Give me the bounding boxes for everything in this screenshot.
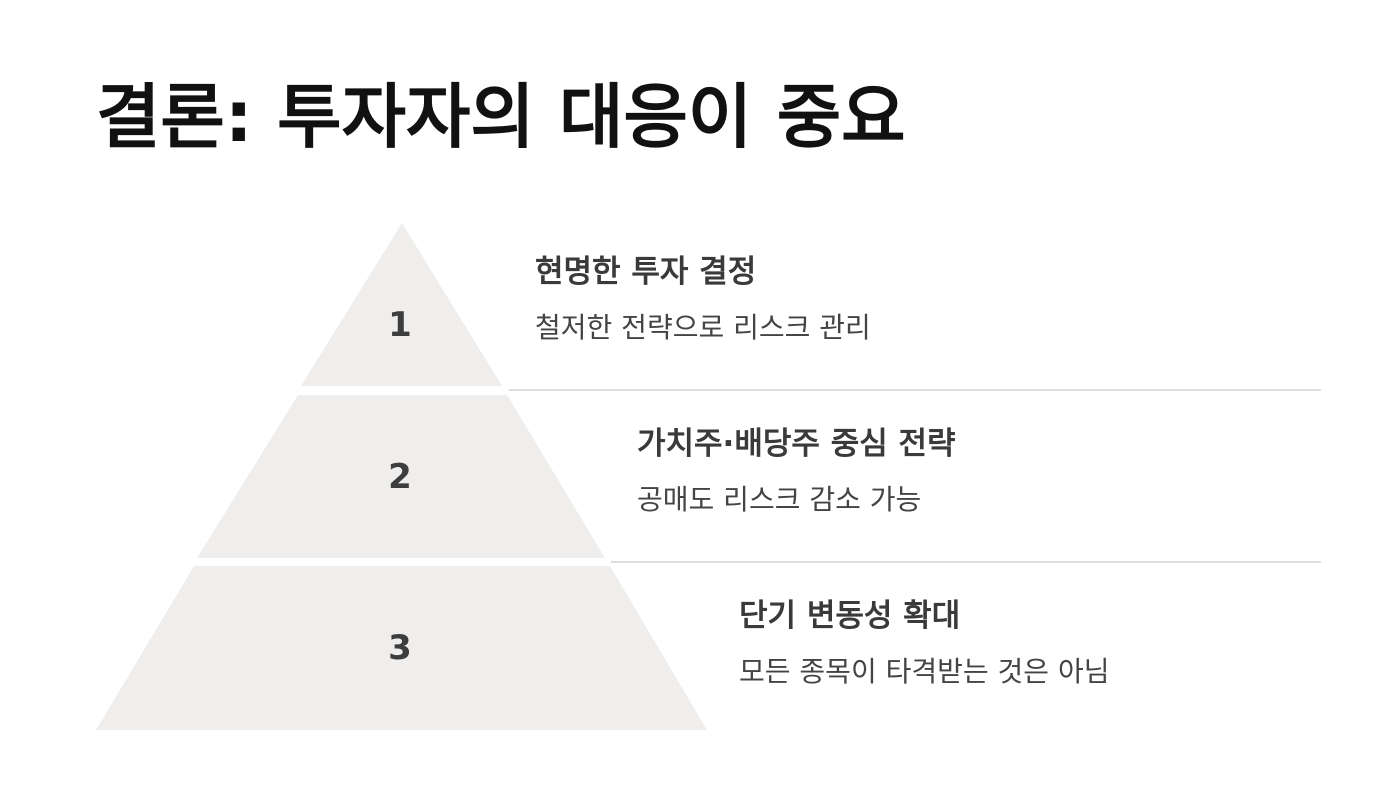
tier-1-number: 1 bbox=[388, 305, 412, 345]
pyramid-tier-1-shape bbox=[301, 223, 502, 386]
page-title: 결론: 투자자의 대응이 중요 bbox=[96, 76, 906, 158]
tier-3-description: 모든 종목이 타격받는 것은 아님 bbox=[739, 655, 1110, 688]
tier-3-text: 단기 변동성 확대 모든 종목이 타격받는 것은 아님 bbox=[739, 596, 1109, 690]
tier-2-heading: 가치주·배당주 중심 전략 bbox=[637, 426, 956, 462]
tier-1-description: 철저한 전략으로 리스크 관리 bbox=[535, 311, 871, 344]
tier-2-number: 2 bbox=[388, 457, 412, 497]
tier-1-text: 현명한 투자 결정 철저한 전략으로 리스크 관리 bbox=[535, 252, 871, 346]
pyramid-tier-2-shape bbox=[197, 395, 605, 558]
tier-2-text: 가치주·배당주 중심 전략 공매도 리스크 감소 가능 bbox=[637, 424, 956, 518]
tier-divider-1 bbox=[509, 389, 1321, 391]
tier-2-description: 공매도 리스크 감소 가능 bbox=[637, 483, 922, 516]
tier-3-heading: 단기 변동성 확대 bbox=[739, 598, 961, 634]
pyramid-tier-3-shape bbox=[96, 566, 707, 730]
tier-divider-2 bbox=[611, 561, 1321, 563]
tier-1-heading: 현명한 투자 결정 bbox=[535, 254, 757, 290]
tier-3-number: 3 bbox=[388, 628, 412, 668]
